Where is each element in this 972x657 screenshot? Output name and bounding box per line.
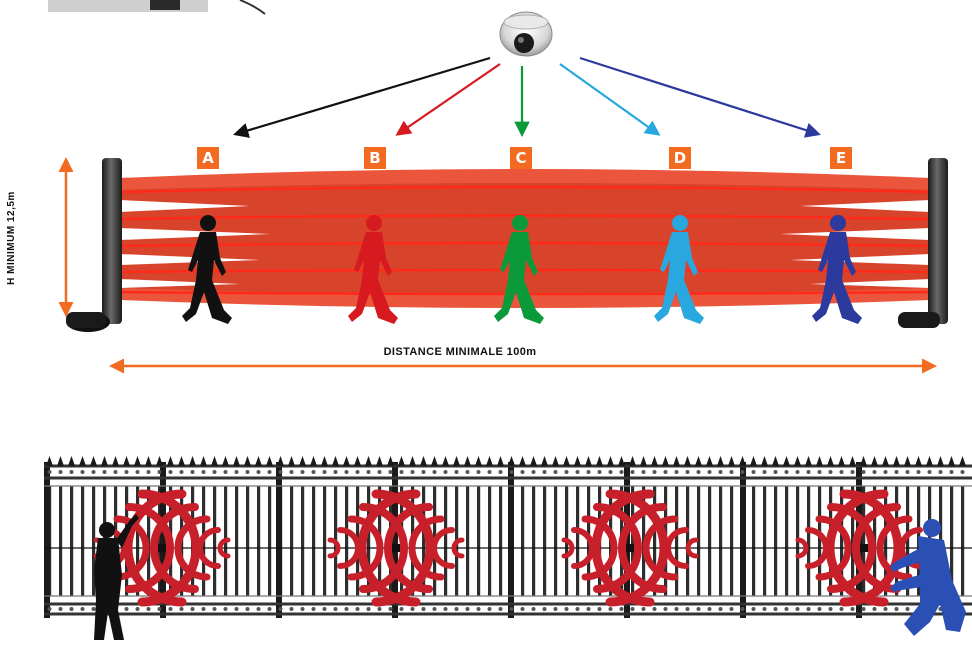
zone-label-b: B xyxy=(364,147,386,169)
height-label: H MINIMUM 12,5m xyxy=(6,168,20,308)
camera-arrows xyxy=(236,58,818,134)
zone-label-a: A xyxy=(197,147,219,169)
corner-photo-fragment xyxy=(48,0,265,14)
zone-label-c: C xyxy=(510,147,532,169)
camera-arrow-b xyxy=(398,64,500,134)
infrared-post-left xyxy=(66,158,122,332)
sensor-node-icon xyxy=(626,544,634,552)
sensor-node-icon xyxy=(860,544,868,552)
dome-camera-icon xyxy=(500,12,552,56)
sensor-node-icon xyxy=(392,544,400,552)
zone-label-e: E xyxy=(830,147,852,169)
camera-arrow-d xyxy=(560,64,658,134)
camera-arrow-e xyxy=(580,58,818,134)
sensor-node-icon xyxy=(158,544,166,552)
distance-label: DISTANCE MINIMALE 100m xyxy=(384,346,537,358)
zone-label-d: D xyxy=(669,147,691,169)
